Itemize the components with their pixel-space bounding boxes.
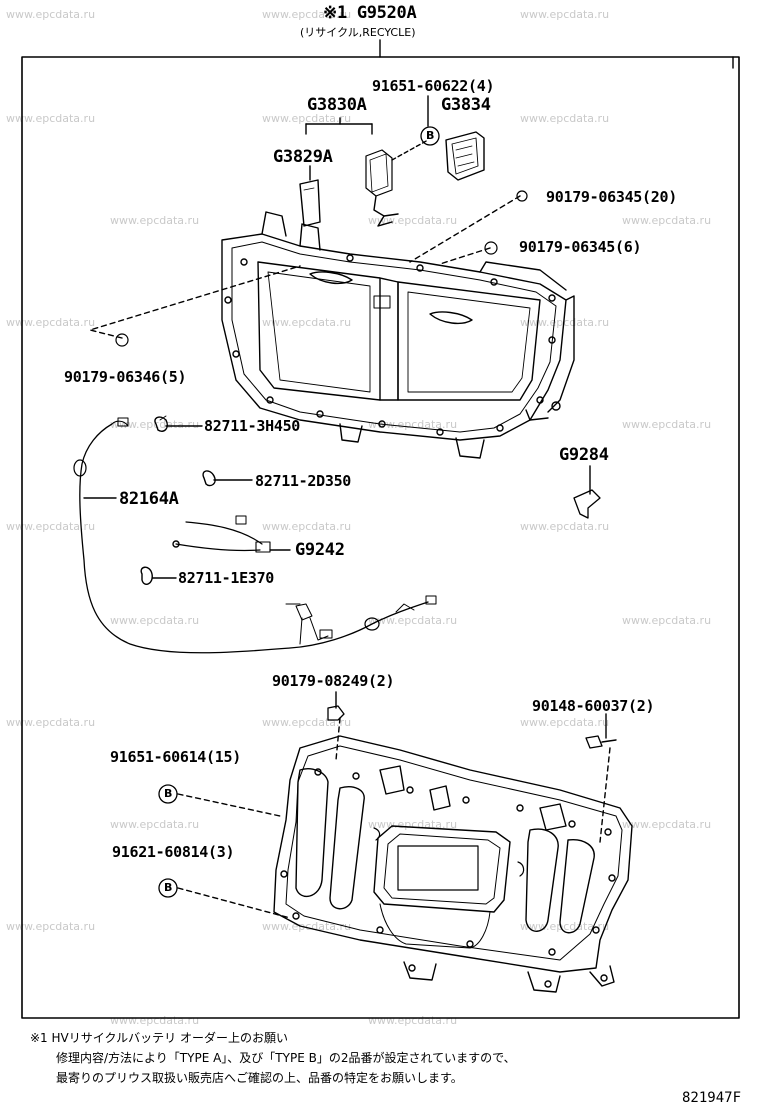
watermark: www.epcdata.ru — [6, 920, 96, 933]
leader-90179-06346-5 — [89, 265, 301, 339]
watermark: www.epcdata.ru — [622, 818, 712, 831]
diagram-code: 821947F — [682, 1090, 742, 1106]
footnote-line-3: 最寄りのプリウス取扱い販売店へご確認の上、品番の特定をお願いします。 — [56, 1071, 463, 1085]
leader-90179-06345-6 — [439, 247, 491, 265]
clamp-82711-2d350 — [202, 470, 216, 487]
watermark: www.epcdata.ru — [520, 316, 610, 329]
nut-90179-08249 — [327, 705, 345, 721]
watermark: www.epcdata.ru — [6, 112, 96, 125]
callout-letter-middle: B — [164, 787, 173, 800]
bracket-g9284 — [573, 489, 601, 519]
lower-bracket-drawing — [273, 735, 633, 993]
watermark: www.epcdata.ru — [262, 520, 352, 533]
g3830a-bracket-drawing — [305, 117, 429, 227]
callout-b-lower — [158, 878, 178, 898]
leader-90179-06345-20 — [409, 195, 521, 263]
footnote-line-1: ※1 HVリサイクルバッテリ オーダー上のお願い — [30, 1031, 288, 1045]
watermark: www.epcdata.ru — [110, 214, 200, 227]
watermark: www.epcdata.ru — [262, 8, 352, 21]
leader-91621-60814 — [177, 887, 291, 919]
watermark: www.epcdata.ru — [6, 716, 96, 729]
label-g3830a[interactable]: G3830A — [307, 95, 367, 115]
watermark: www.epcdata.ru — [110, 418, 200, 431]
watermark: www.epcdata.ru — [368, 418, 458, 431]
label-82711-1e370[interactable]: 82711-1E370 — [178, 569, 275, 587]
watermark: www.epcdata.ru — [520, 520, 610, 533]
watermark: www.epcdata.ru — [622, 418, 712, 431]
label-g9242[interactable]: G9242 — [295, 540, 345, 560]
label-91651-60614-15[interactable]: 91651-60614(15) — [110, 748, 241, 766]
watermark: www.epcdata.ru — [262, 716, 352, 729]
watermark: www.epcdata.ru — [6, 8, 96, 21]
wire-harness-82164a — [79, 423, 429, 654]
watermark: www.epcdata.ru — [520, 112, 610, 125]
label-82711-3h450[interactable]: 82711-3H450 — [204, 417, 301, 435]
g3829a-sensor-drawing — [299, 165, 321, 227]
label-90179-06345-6[interactable]: 90179-06345(6) — [519, 238, 642, 256]
leader-91651-60614 — [177, 793, 281, 817]
watermark: www.epcdata.ru — [622, 614, 712, 627]
watermark: www.epcdata.ru — [262, 112, 352, 125]
watermark: www.epcdata.ru — [6, 316, 96, 329]
watermark: www.epcdata.ru — [110, 614, 200, 627]
label-91651-60622[interactable]: 91651-60622(4) — [372, 77, 495, 95]
callout-b-middle — [158, 784, 178, 804]
footnote-line-2: 修理内容/方法により「TYPE A」、及び「TYPE B」の2品番が設定されてい… — [56, 1051, 516, 1065]
clamp-82711-1e370 — [140, 566, 153, 585]
label-91621-60814-3[interactable]: 91621-60814(3) — [112, 843, 235, 861]
label-90148-60037-2[interactable]: 90148-60037(2) — [532, 697, 655, 715]
battery-tray-drawing — [221, 211, 575, 459]
watermark: www.epcdata.ru — [368, 614, 458, 627]
label-82164a[interactable]: 82164A — [119, 489, 179, 509]
watermark: www.epcdata.ru — [622, 214, 712, 227]
assembly-recycle-note: (リサイクル,RECYCLE) — [300, 26, 416, 39]
clamp-82711-3h450 — [154, 416, 168, 432]
label-82711-2d350[interactable]: 82711-2D350 — [255, 472, 352, 490]
callout-letter-upper: B — [426, 129, 435, 142]
label-g3834[interactable]: G3834 — [441, 95, 491, 115]
label-90179-06345-20[interactable]: 90179-06345(20) — [546, 188, 677, 206]
watermark: www.epcdata.ru — [262, 920, 352, 933]
assembly-part-number: ※1 G9520A — [323, 3, 417, 23]
nut-90179-06345-20 — [516, 190, 528, 202]
watermark: www.epcdata.ru — [520, 8, 610, 21]
label-90179-06346-5[interactable]: 90179-06346(5) — [64, 368, 187, 386]
callout-b-upper — [420, 126, 440, 146]
watermark: www.epcdata.ru — [368, 214, 458, 227]
watermark: www.epcdata.ru — [110, 818, 200, 831]
label-g9284[interactable]: G9284 — [559, 445, 609, 465]
label-g3829a[interactable]: G3829A — [273, 147, 333, 167]
watermark: www.epcdata.ru — [262, 316, 352, 329]
watermark: www.epcdata.ru — [520, 716, 610, 729]
callout-letter-lower: B — [164, 881, 173, 894]
watermark: www.epcdata.ru — [6, 520, 96, 533]
nut-90179-06345-6 — [484, 241, 498, 255]
nut-90179-06346-5 — [115, 333, 129, 347]
label-90179-08249-2[interactable]: 90179-08249(2) — [272, 672, 395, 690]
g3834-connector-drawing — [445, 131, 485, 181]
bolt-90148-60037 — [585, 735, 603, 749]
wire-g9242 — [185, 521, 263, 545]
